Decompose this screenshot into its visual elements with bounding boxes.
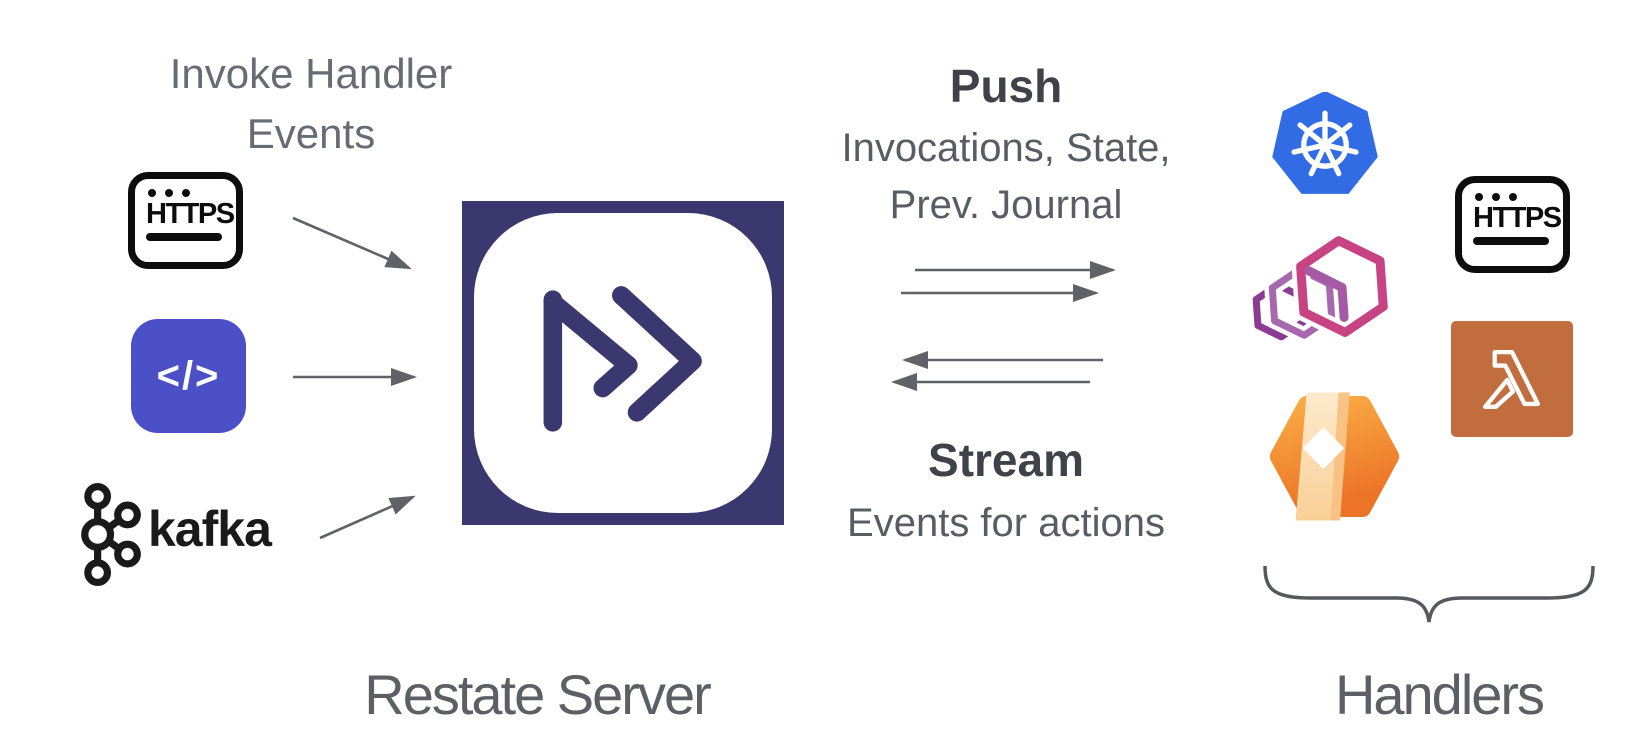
arrow-kafka-to-server xyxy=(319,495,416,540)
sources-label-line2: Events xyxy=(246,110,376,157)
https-browser-icon: HTTPS xyxy=(1455,176,1570,273)
push-desc-line2: Prev. Journal xyxy=(889,183,1123,227)
code-glyph: </> xyxy=(156,353,221,398)
push-desc-line1: Invocations, State, xyxy=(841,126,1171,170)
https-label: HTTPS xyxy=(1473,202,1562,234)
kafka-wordmark: kafka xyxy=(148,501,272,557)
https-underline xyxy=(146,233,222,241)
lambda-glyph xyxy=(1482,349,1541,410)
stream-block: Stream Events for actions xyxy=(808,434,1204,552)
stream-desc: Events for actions xyxy=(847,501,1165,545)
hexagon-stack-icon xyxy=(1252,231,1393,344)
handlers-label: Handlers xyxy=(1334,663,1545,726)
kubernetes-icon xyxy=(1272,92,1378,194)
restate-fastforward-icon xyxy=(543,286,702,432)
sources-label: Invoke Handler Events xyxy=(128,44,494,164)
handlers-brace xyxy=(1263,565,1595,623)
stream-title: Stream xyxy=(928,434,1084,486)
sources-label-line1: Invoke Handler xyxy=(169,50,453,97)
aws-lambda-icon xyxy=(1451,321,1573,437)
cloudflare-workers-icon xyxy=(1269,392,1400,521)
https-label: HTTPS xyxy=(146,198,235,230)
kafka-icon xyxy=(81,483,141,586)
restate-logo xyxy=(462,201,784,525)
code-icon: </> xyxy=(131,319,246,433)
https-underline xyxy=(1473,237,1549,245)
restate-server-label: Restate Server xyxy=(364,663,712,726)
push-title: Push xyxy=(949,60,1063,112)
browser-dots-icon xyxy=(1475,193,1552,201)
browser-dots-icon xyxy=(148,189,225,197)
https-browser-icon: HTTPS xyxy=(128,172,243,269)
push-block: Push Invocations, State, Prev. Journal xyxy=(808,60,1204,234)
arrow-https-to-server xyxy=(292,216,412,270)
